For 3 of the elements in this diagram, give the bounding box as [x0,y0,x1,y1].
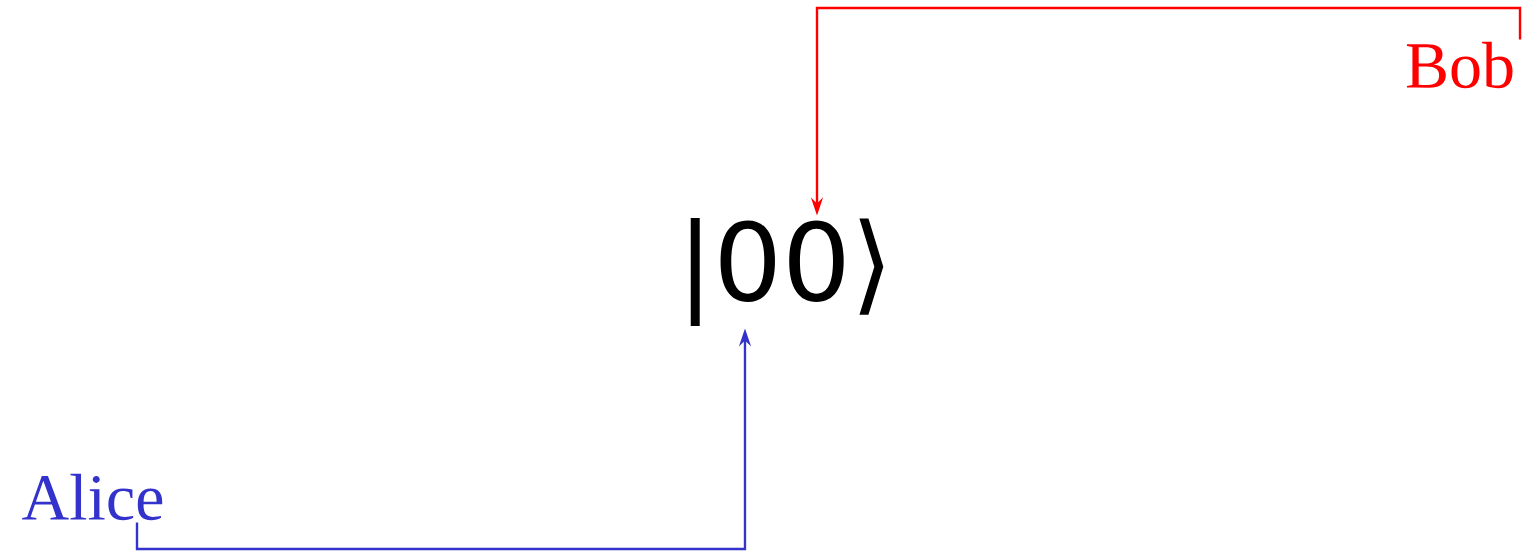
state-label: |00⟩ [690,218,884,326]
name-label: Bob [1406,41,1513,89]
name-label: Alice [22,473,163,521]
